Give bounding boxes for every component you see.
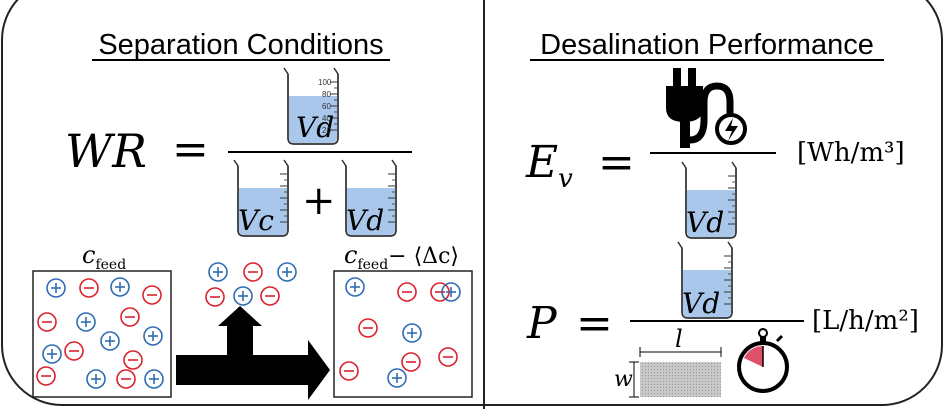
anion-icon (116, 369, 136, 389)
cation-icon (144, 369, 164, 389)
heading-desalination-performance: Desalination Performance (540, 29, 874, 61)
wr-den-label-2: Vd (346, 204, 384, 237)
membrane-icon (640, 362, 721, 397)
productivity-equals: = (576, 298, 613, 349)
anion-icon (438, 347, 458, 367)
productivity-equation: P = Vd l w [L/h/m²] (526, 241, 919, 398)
energy-unit: [Wh/m³] (797, 138, 905, 168)
anion-icon (79, 278, 99, 298)
arrow-icon (176, 306, 330, 400)
wr-equation: WR = Vd Vc + Vd (65, 67, 412, 237)
energy-equals: = (598, 137, 635, 188)
beaker-tick-labels: 100 80 60 40 20 (318, 78, 332, 135)
cation-icon (46, 278, 66, 298)
heading-separation-conditions: Separation Conditions (98, 29, 383, 61)
product-label: cfeed− ⟨Δc⟩ (344, 241, 459, 273)
energy-lhs: Ev (525, 137, 573, 194)
anion-icon (358, 318, 378, 338)
feed-label: cfeed (82, 241, 126, 273)
cation-icon (345, 277, 365, 297)
svg-text:100: 100 (318, 78, 332, 87)
removed-ions (205, 262, 297, 307)
cation-icon (277, 262, 297, 282)
energy-den-label: Vd (686, 206, 724, 239)
productivity-unit: [L/h/m²] (812, 306, 919, 336)
cation-icon (208, 262, 228, 282)
product-ions (339, 277, 461, 388)
anion-icon (339, 361, 359, 381)
stopwatch-icon (737, 328, 789, 393)
productivity-den-label: Vd (682, 287, 720, 320)
cation-icon (143, 326, 163, 346)
anion-icon (37, 312, 57, 332)
anion-icon (123, 350, 143, 370)
wr-num-label: Vd (296, 111, 334, 144)
svg-text:80: 80 (322, 90, 331, 99)
cation-icon (100, 331, 120, 351)
anion-icon (142, 285, 162, 305)
svg-text:40: 40 (322, 114, 331, 123)
svg-text:20: 20 (322, 126, 331, 135)
width-label: w (614, 367, 633, 392)
cation-icon (76, 312, 96, 332)
svg-text:60: 60 (322, 102, 331, 111)
anion-icon (120, 307, 140, 327)
anion-icon (205, 287, 225, 307)
anion-icon (397, 282, 417, 302)
anion-icon (64, 341, 84, 361)
product-cell (333, 270, 473, 398)
anion-icon (243, 262, 263, 282)
wr-plus: + (302, 178, 336, 224)
wr-den-label-1: Vc (238, 204, 274, 237)
feed-ions (36, 277, 164, 389)
anion-icon (260, 286, 280, 306)
cation-icon (387, 368, 407, 388)
plug-icon (666, 68, 747, 148)
cation-icon (110, 277, 130, 297)
wr-equals: = (172, 124, 209, 175)
energy-equation: Ev = Vd [Wh/m³] (525, 68, 905, 239)
cation-icon (233, 286, 253, 306)
cation-icon (42, 344, 62, 364)
anion-icon (401, 352, 421, 372)
productivity-lhs: P (526, 298, 558, 349)
cation-icon (86, 369, 106, 389)
cation-icon (402, 323, 422, 343)
wr-lhs: WR (65, 124, 147, 178)
feed-cell (32, 270, 172, 398)
anion-icon (36, 366, 56, 386)
length-label: l (675, 325, 683, 353)
